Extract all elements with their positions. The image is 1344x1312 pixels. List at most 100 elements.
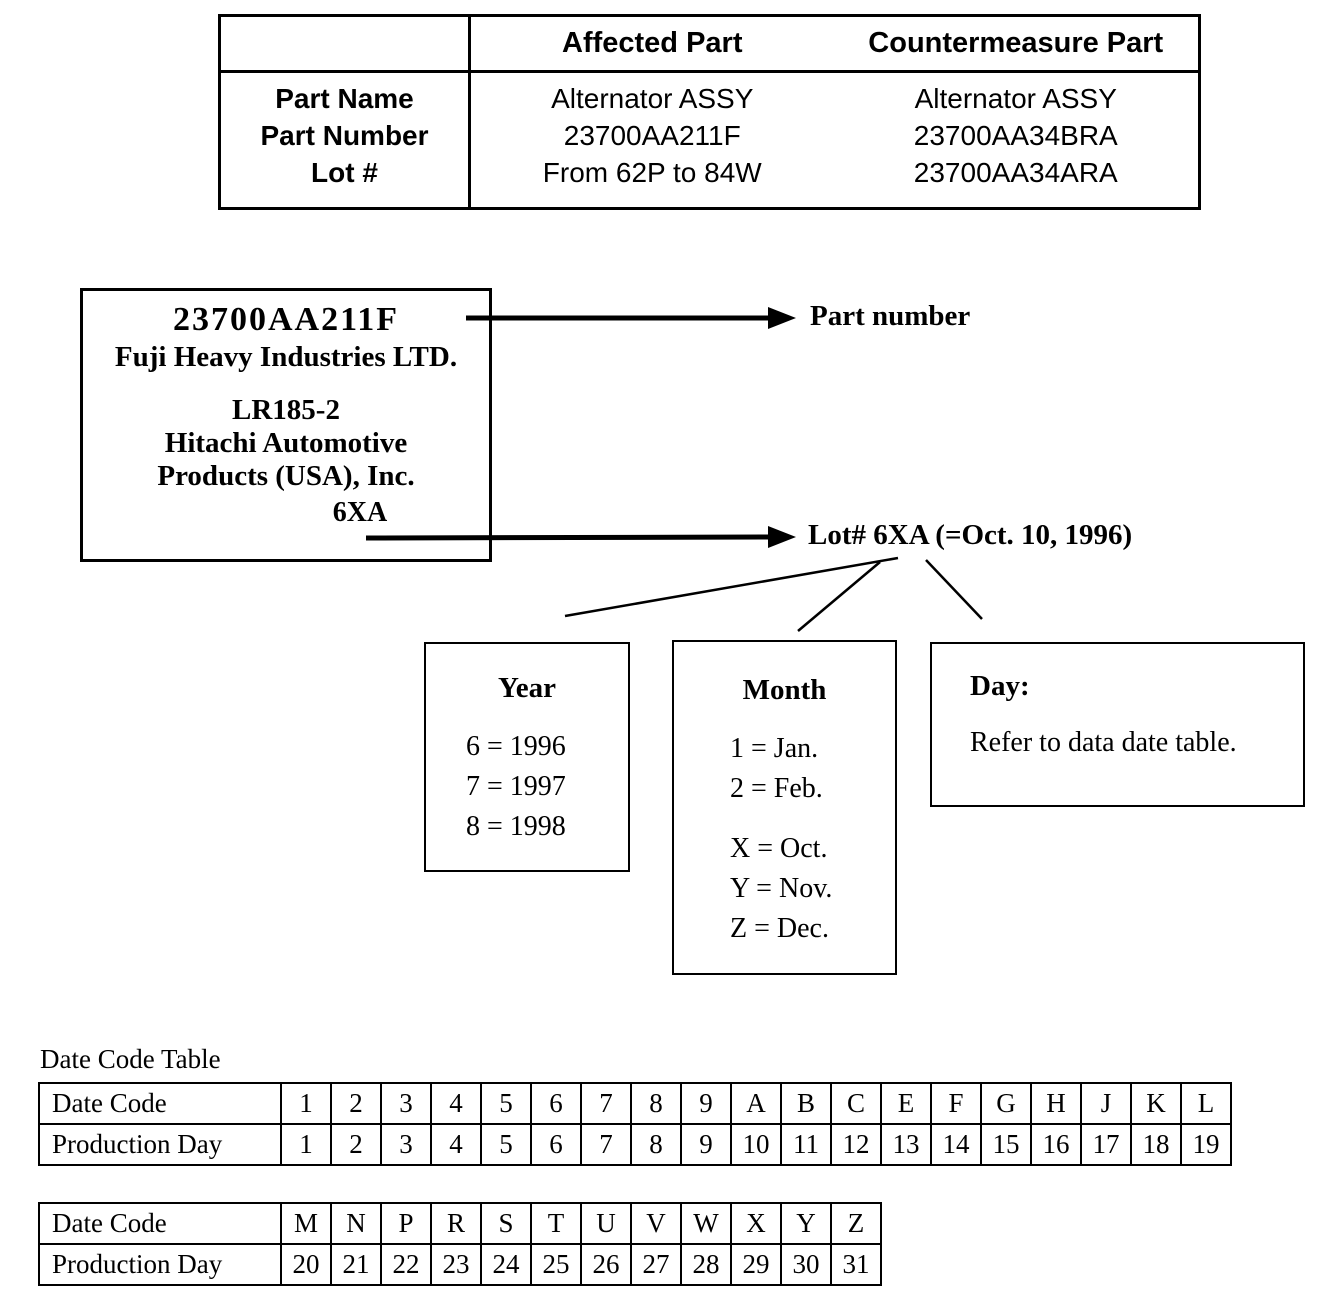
production-day-cell: 11 <box>780 1123 832 1166</box>
year-title: Year <box>498 672 556 704</box>
month-entry: 2 = Feb. <box>730 773 823 804</box>
date-code-cell: C <box>830 1082 882 1125</box>
production-day-cell: 16 <box>1030 1123 1082 1166</box>
label-supplier-line1: Hitachi Automotive <box>164 427 408 459</box>
countermeasure-lot: 23700AA34ARA <box>913 157 1118 188</box>
year-entry: 7 = 1997 <box>466 771 566 802</box>
year-entry: 6 = 1996 <box>466 731 566 762</box>
part-number-callout: Part number <box>810 300 971 332</box>
countermeasure-part-header: Countermeasure Part <box>833 15 1200 73</box>
production-day-cell: 20 <box>280 1243 332 1286</box>
date-code-cell: Y <box>780 1202 832 1245</box>
date-code-cell: R <box>430 1202 482 1245</box>
lot-row-label: Lot # <box>219 157 471 209</box>
production-day-cell: 18 <box>1130 1123 1182 1166</box>
lot-callout: Lot# 6XA (=Oct. 10, 1996) <box>808 519 1133 551</box>
date-code-cell: 3 <box>380 1082 432 1125</box>
month-entry: 1 = Jan. <box>730 733 819 764</box>
part-number-row-label: Part Number <box>219 115 471 157</box>
date-code-cell: G <box>980 1082 1032 1125</box>
date-code-cell: T <box>530 1202 582 1245</box>
month-entry: Z = Dec. <box>730 913 829 944</box>
production-day-cell: 28 <box>680 1243 732 1286</box>
date-code-cell: K <box>1130 1082 1182 1125</box>
date-code-cell: W <box>680 1202 732 1245</box>
date-code-cell: S <box>480 1202 532 1245</box>
date-code-cell: L <box>1180 1082 1232 1125</box>
production-day-cell: 6 <box>530 1123 582 1166</box>
production-day-cell: 13 <box>880 1123 932 1166</box>
date-code-cell: V <box>630 1202 682 1245</box>
production-day-cell: 1 <box>280 1123 332 1166</box>
production-day-cell: 8 <box>630 1123 682 1166</box>
date-code-cell: J <box>1080 1082 1132 1125</box>
production-day-cell: 30 <box>780 1243 832 1286</box>
month-legend-box: Month 1 = Jan.2 = Feb. X = Oct.Y = Nov.Z… <box>672 640 897 975</box>
production-day-row-label: Production Day <box>38 1123 282 1166</box>
production-day-cell: 7 <box>580 1123 632 1166</box>
part-comparison-table: Affected Part Countermeasure Part Part N… <box>218 14 1201 210</box>
lot-row: Lot # From 62P to 84W 23700AA34ARA <box>219 157 1200 209</box>
production-day-cell: 4 <box>430 1123 482 1166</box>
production-day-cell: 24 <box>480 1243 532 1286</box>
month-entry: Y = Nov. <box>730 873 833 904</box>
month-entry: X = Oct. <box>730 833 828 864</box>
production-day-cell: 23 <box>430 1243 482 1286</box>
day-title: Day: <box>970 670 1030 702</box>
label-manufacturer: Fuji Heavy Industries LTD. <box>114 341 458 373</box>
date-code-cell: 5 <box>480 1082 532 1125</box>
label-model: LR185-2 <box>232 394 340 426</box>
production-day-cell: 2 <box>330 1123 382 1166</box>
date-code-cell: Z <box>830 1202 882 1245</box>
affected-part-header: Affected Part <box>469 15 834 73</box>
date-code-cell: B <box>780 1082 832 1125</box>
date-code-cell: 1 <box>280 1082 332 1125</box>
production-day-cell: 26 <box>580 1243 632 1286</box>
label-supplier-line2: Products (USA), Inc. <box>157 460 415 492</box>
date-code-table-title: Date Code Table <box>40 1044 221 1074</box>
date-code-cell: P <box>380 1202 432 1245</box>
day-legend-box: Day: Refer to data date table. <box>930 642 1305 807</box>
date-code-cell: 6 <box>530 1082 582 1125</box>
date-code-row-label: Date Code <box>38 1082 282 1125</box>
production-day-cell: 12 <box>830 1123 882 1166</box>
production-day-cell: 21 <box>330 1243 382 1286</box>
production-day-cell: 10 <box>730 1123 782 1166</box>
production-day-cell: 9 <box>680 1123 732 1166</box>
production-day-cell: 15 <box>980 1123 1032 1166</box>
date-code-cell: 4 <box>430 1082 482 1125</box>
date-code-cell: A <box>730 1082 782 1125</box>
affected-lot: From 62P to 84W <box>542 157 762 188</box>
production-day-cell: 29 <box>730 1243 782 1286</box>
lot-to-year-line <box>564 556 899 618</box>
label-lot-code: 6XA <box>332 497 388 528</box>
month-entries-second: X = Oct. Y = Nov. Z = Dec. <box>730 829 895 949</box>
date-code-row-label: Date Code <box>38 1202 282 1245</box>
date-code-cell: U <box>580 1202 632 1245</box>
part-number-row: Part Number 23700AA211F 23700AA34BRA <box>219 115 1200 157</box>
date-code-cell: 2 <box>330 1082 382 1125</box>
lot-to-day-line <box>925 559 983 620</box>
year-entry: 8 = 1998 <box>466 811 566 842</box>
part-name-row-label: Part Name <box>219 71 471 115</box>
day-note: Refer to data date table. <box>970 727 1237 758</box>
date-code-cell: H <box>1030 1082 1082 1125</box>
date-code-cell: F <box>930 1082 982 1125</box>
countermeasure-part-number: 23700AA34BRA <box>913 120 1118 151</box>
affected-part-name: Alternator ASSY <box>551 83 754 114</box>
year-entries: 6 = 1996 7 = 1997 8 = 1998 <box>466 727 628 847</box>
date-code-cell: N <box>330 1202 382 1245</box>
corner-cell <box>219 15 471 73</box>
production-day-cell: 3 <box>380 1123 432 1166</box>
date-code-cell: M <box>280 1202 332 1245</box>
production-day-cell: 17 <box>1080 1123 1132 1166</box>
month-entries-gap <box>674 809 895 829</box>
part-name-row: Part Name Alternator ASSY Alternator ASS… <box>219 71 1200 115</box>
